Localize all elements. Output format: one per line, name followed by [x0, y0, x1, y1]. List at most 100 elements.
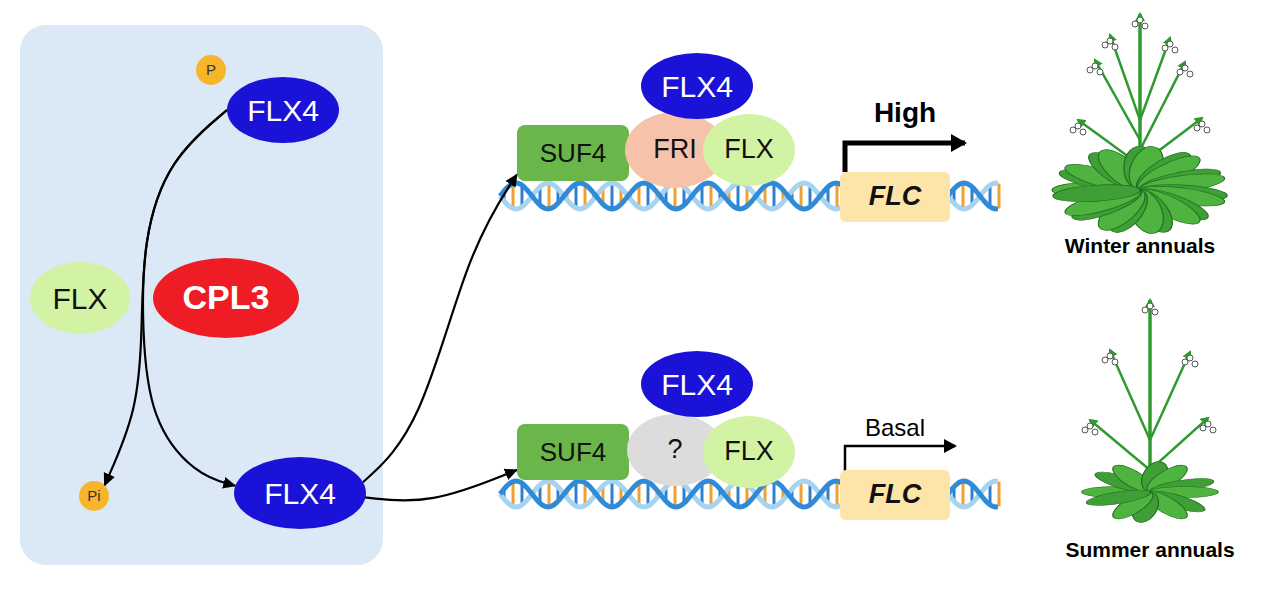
node-label: FLX [52, 282, 107, 315]
transcription-arrow [845, 446, 955, 472]
flower [1205, 421, 1211, 427]
dna-rung [548, 183, 551, 209]
dna-rung [737, 183, 740, 209]
flower [1107, 353, 1113, 359]
flower [1137, 17, 1143, 23]
dna-rung [512, 482, 515, 507]
dna-rung [710, 482, 713, 507]
node-label: FLX [724, 135, 774, 165]
flower [1187, 71, 1193, 77]
flower [1199, 121, 1205, 127]
dna-helix [500, 183, 999, 507]
rosette-leaf [1082, 487, 1155, 509]
node-label: P [206, 62, 216, 79]
dna-rung [962, 183, 965, 209]
flower [1087, 423, 1093, 429]
dna-rung [998, 184, 1001, 209]
protein-ellipse: FLX [703, 416, 795, 488]
flower [1075, 123, 1081, 129]
connector-arrow [363, 174, 517, 482]
dna-rung [773, 481, 776, 507]
flower [1210, 427, 1216, 433]
node-outline [703, 114, 795, 186]
node-outline [153, 258, 299, 338]
node-label: FLX4 [661, 70, 733, 103]
dna-rung [512, 184, 515, 209]
dna-rung [611, 481, 614, 507]
node-label: SUF4 [540, 438, 606, 467]
dna-rung [710, 184, 713, 209]
plant-stem [1110, 350, 1150, 440]
plant [1082, 300, 1218, 523]
dna-rung [836, 183, 839, 209]
node-label: CPL3 [183, 279, 270, 316]
rosette-leaf [1051, 182, 1143, 204]
flower [1107, 38, 1113, 44]
protein-ellipse: FLX4 [641, 53, 753, 119]
flower [1204, 127, 1210, 133]
expression-level: High [874, 97, 936, 129]
expression-level: Basal [865, 414, 925, 442]
node-outline [840, 172, 950, 222]
node-label: FLC [869, 480, 921, 510]
gene-box: FLC [840, 470, 950, 520]
node-outline [641, 53, 753, 119]
protein-ellipse: FLX4 [641, 351, 753, 417]
protein-ellipse: FLX4 [234, 457, 366, 529]
node-label: FLX4 [264, 477, 336, 510]
node-label: FLX4 [661, 368, 733, 401]
node-label: ? [667, 435, 682, 465]
flower [1192, 361, 1198, 367]
flower [1147, 303, 1153, 309]
flower [1097, 69, 1103, 75]
node-label: FLX [724, 437, 774, 467]
node-outline [641, 351, 753, 417]
node-label: FRI [653, 135, 697, 165]
flower [1187, 355, 1193, 361]
protein-ellipse: FLX [30, 262, 130, 334]
dna-rung [800, 482, 803, 507]
flower [1142, 23, 1148, 29]
node-label: FLX4 [247, 94, 319, 127]
protein-ellipse: FLX4 [227, 77, 339, 143]
flower [1172, 47, 1178, 53]
dna-rung [962, 481, 965, 507]
phosphate-circle: P [196, 55, 226, 85]
flower [1152, 309, 1158, 315]
node-outline [234, 457, 366, 529]
phosphatase-ellipse: CPL3 [153, 258, 299, 338]
phosphate-circle: Pi [79, 481, 109, 511]
node-label: FLC [869, 182, 921, 212]
dna-rung [998, 482, 1001, 507]
node-label: SUF4 [540, 139, 606, 168]
plant-illustration [1051, 14, 1230, 523]
node-outline [227, 77, 339, 143]
flower [1092, 429, 1098, 435]
connector-arrow [365, 470, 517, 501]
dna-rung [836, 481, 839, 507]
flower [1112, 359, 1118, 365]
node-label: Pi [87, 488, 100, 505]
plant-stem [1148, 300, 1152, 492]
cytoplasm-panel [20, 25, 383, 565]
flower [1092, 63, 1098, 69]
plant-stem [1140, 38, 1170, 120]
node-outline [79, 481, 109, 511]
protein-ellipse: FLX [703, 114, 795, 186]
dna-rung [548, 481, 551, 507]
gene-box: FLC [840, 172, 950, 222]
plant [1051, 14, 1230, 235]
flower [1112, 44, 1118, 50]
node-outline [196, 55, 226, 85]
transcription-arrow [845, 143, 965, 172]
dna-rung [800, 184, 803, 209]
dna-rung [611, 183, 614, 209]
node-outline [517, 125, 629, 181]
node-outline [703, 416, 795, 488]
flower [1167, 41, 1173, 47]
protein-box: SUF4 [517, 424, 629, 480]
plant-label: Winter annuals [1065, 234, 1215, 258]
flower [1182, 65, 1188, 71]
plant-stem [1150, 352, 1190, 440]
dna-rung [773, 183, 776, 209]
